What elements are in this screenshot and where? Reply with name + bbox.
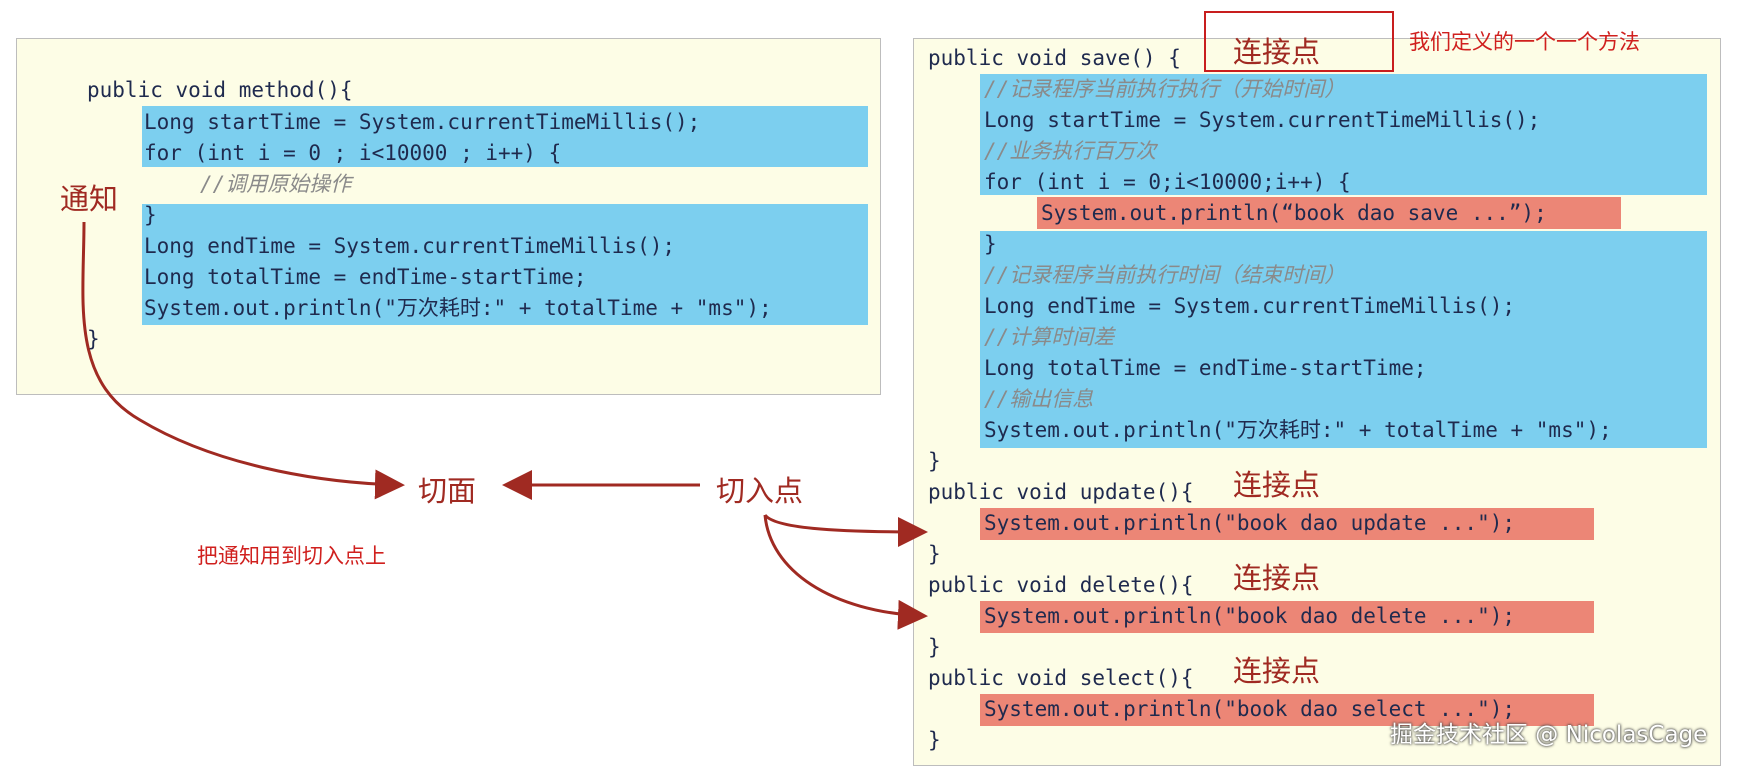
code-line: System.out.println("book dao delete ..."… <box>984 604 1516 628</box>
join-point-label-delete: 连接点 <box>1233 561 1321 595</box>
code-line: Long totalTime = endTime-startTime; <box>984 356 1427 380</box>
code-comment: //调用原始操作 <box>200 172 352 196</box>
methods-note: 我们定义的一个一个方法 <box>1409 30 1640 54</box>
join-point-label-select: 连接点 <box>1233 654 1321 688</box>
code-line: } <box>928 449 941 473</box>
apply-advice-note: 把通知用到切入点上 <box>197 544 386 568</box>
code-line: } <box>928 635 941 659</box>
code-line: Long startTime = System.currentTimeMilli… <box>144 110 701 134</box>
save-highlight-bottom <box>980 231 1707 448</box>
save-join-point-box <box>1204 11 1394 72</box>
code-line: Long totalTime = endTime-startTime; <box>144 265 587 289</box>
advice-label: 通知 <box>60 182 119 216</box>
aspect-label: 切面 <box>418 474 477 508</box>
code-line: Long startTime = System.currentTimeMilli… <box>984 108 1541 132</box>
code-line: System.out.println("万次耗时:" + totalTime +… <box>144 296 772 320</box>
save-body-highlight <box>1037 197 1621 229</box>
code-line: public void update(){ <box>928 480 1194 504</box>
code-line: for (int i = 0 ; i<10000 ; i++) { <box>144 141 562 165</box>
code-line: Long endTime = System.currentTimeMillis(… <box>984 294 1516 318</box>
code-line: public void delete(){ <box>928 573 1194 597</box>
code-line: System.out.println("book dao update ..."… <box>984 511 1516 535</box>
join-point-label-update: 连接点 <box>1233 468 1321 502</box>
code-line: System.out.println(“book dao save ...”); <box>1041 201 1547 225</box>
code-comment: //记录程序当前执行执行（开始时间） <box>984 77 1346 101</box>
code-line: } <box>87 327 100 351</box>
code-line: } <box>144 203 157 227</box>
code-comment: //业务执行百万次 <box>984 139 1157 163</box>
code-line: public void select(){ <box>928 666 1194 690</box>
advice-highlight-bottom <box>142 204 868 325</box>
code-line: } <box>928 728 941 752</box>
advice-to-aspect-arrow <box>81 221 405 500</box>
pointcut-to-delete-arrow <box>763 514 928 630</box>
code-line: } <box>984 232 997 256</box>
watermark: 掘金技术社区 @ NicolasCage <box>1390 722 1708 748</box>
code-line: Long endTime = System.currentTimeMillis(… <box>144 234 676 258</box>
join-point-label-save: 连接点 <box>1233 35 1321 69</box>
code-comment: //记录程序当前执行时间（结束时间） <box>984 263 1346 287</box>
code-line: for (int i = 0;i<10000;i++) { <box>984 170 1351 194</box>
code-line: System.out.println("万次耗时:" + totalTime +… <box>984 418 1612 442</box>
select-body-highlight <box>980 694 1594 726</box>
advice-highlight-top <box>142 106 868 167</box>
save-highlight-top <box>980 74 1707 195</box>
code-comment: //输出信息 <box>984 387 1094 411</box>
code-line: } <box>928 542 941 566</box>
code-comment: //计算时间差 <box>984 325 1115 349</box>
pointcut-to-update-arrow <box>763 513 928 547</box>
code-line: System.out.println("book dao select ..."… <box>984 697 1516 721</box>
code-line: public void method(){ <box>87 78 353 102</box>
pointcut-label: 切入点 <box>716 474 804 508</box>
update-body-highlight <box>980 508 1594 540</box>
code-line: public void save() { <box>928 46 1181 70</box>
delete-body-highlight <box>980 601 1594 633</box>
